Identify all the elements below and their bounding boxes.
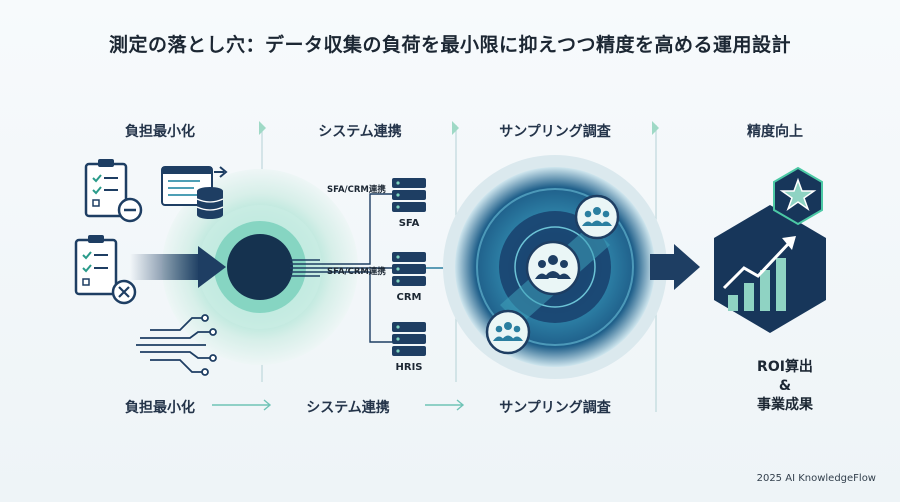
column-label-integration: システム連携 <box>318 124 402 140</box>
server-icon <box>392 178 426 356</box>
database-form-icon <box>161 166 228 219</box>
result-line-1: ROI算出 <box>757 359 813 375</box>
integration-links <box>290 193 400 343</box>
link-label-mid: SFA/CRM連携 <box>327 267 386 277</box>
star-badge-icon <box>773 166 823 226</box>
bottom-label-sampling: サンプリング調査 <box>499 400 611 416</box>
stream-lines-icon <box>136 314 217 376</box>
link-label-top: SFA/CRM連携 <box>327 185 386 195</box>
column-label-sampling: サンプリング調査 <box>499 124 611 140</box>
server-label-hris: HRIS <box>395 362 423 373</box>
input-arrow-head <box>198 246 226 288</box>
separator-chevron-2 <box>452 121 459 135</box>
column-label-accuracy: 精度向上 <box>747 124 803 140</box>
user-group-icon <box>485 194 620 355</box>
separator-chevron-3 <box>652 121 659 135</box>
server-label-crm: CRM <box>396 292 422 303</box>
bottom-label-burden: 負担最小化 <box>125 400 195 416</box>
bottom-label-integration: システム連携 <box>306 400 390 416</box>
result-line-2: & <box>778 378 792 394</box>
page-title: 測定の落とし穴：データ収集の負荷を最小限に抑えつつ精度を高める運用設計 <box>109 34 791 56</box>
result-label: ROI算出 & 事業成果 <box>700 358 870 415</box>
separator-chevron-1 <box>259 121 266 135</box>
column-label-burden: 負担最小化 <box>125 124 195 140</box>
growth-chart-icon <box>714 205 826 333</box>
checklist-minus-icon <box>84 159 143 223</box>
result-arrow-shaft <box>650 254 676 280</box>
bottom-flow-arrows <box>212 399 465 411</box>
input-arrow-shaft <box>130 254 200 280</box>
result-arrow-head <box>674 244 700 290</box>
checklist-cross-icon <box>74 235 137 305</box>
server-label-sfa: SFA <box>398 218 420 229</box>
result-line-3: 事業成果 <box>757 397 813 413</box>
footer-credit: 2025 AI KnowledgeFlow <box>756 473 876 484</box>
